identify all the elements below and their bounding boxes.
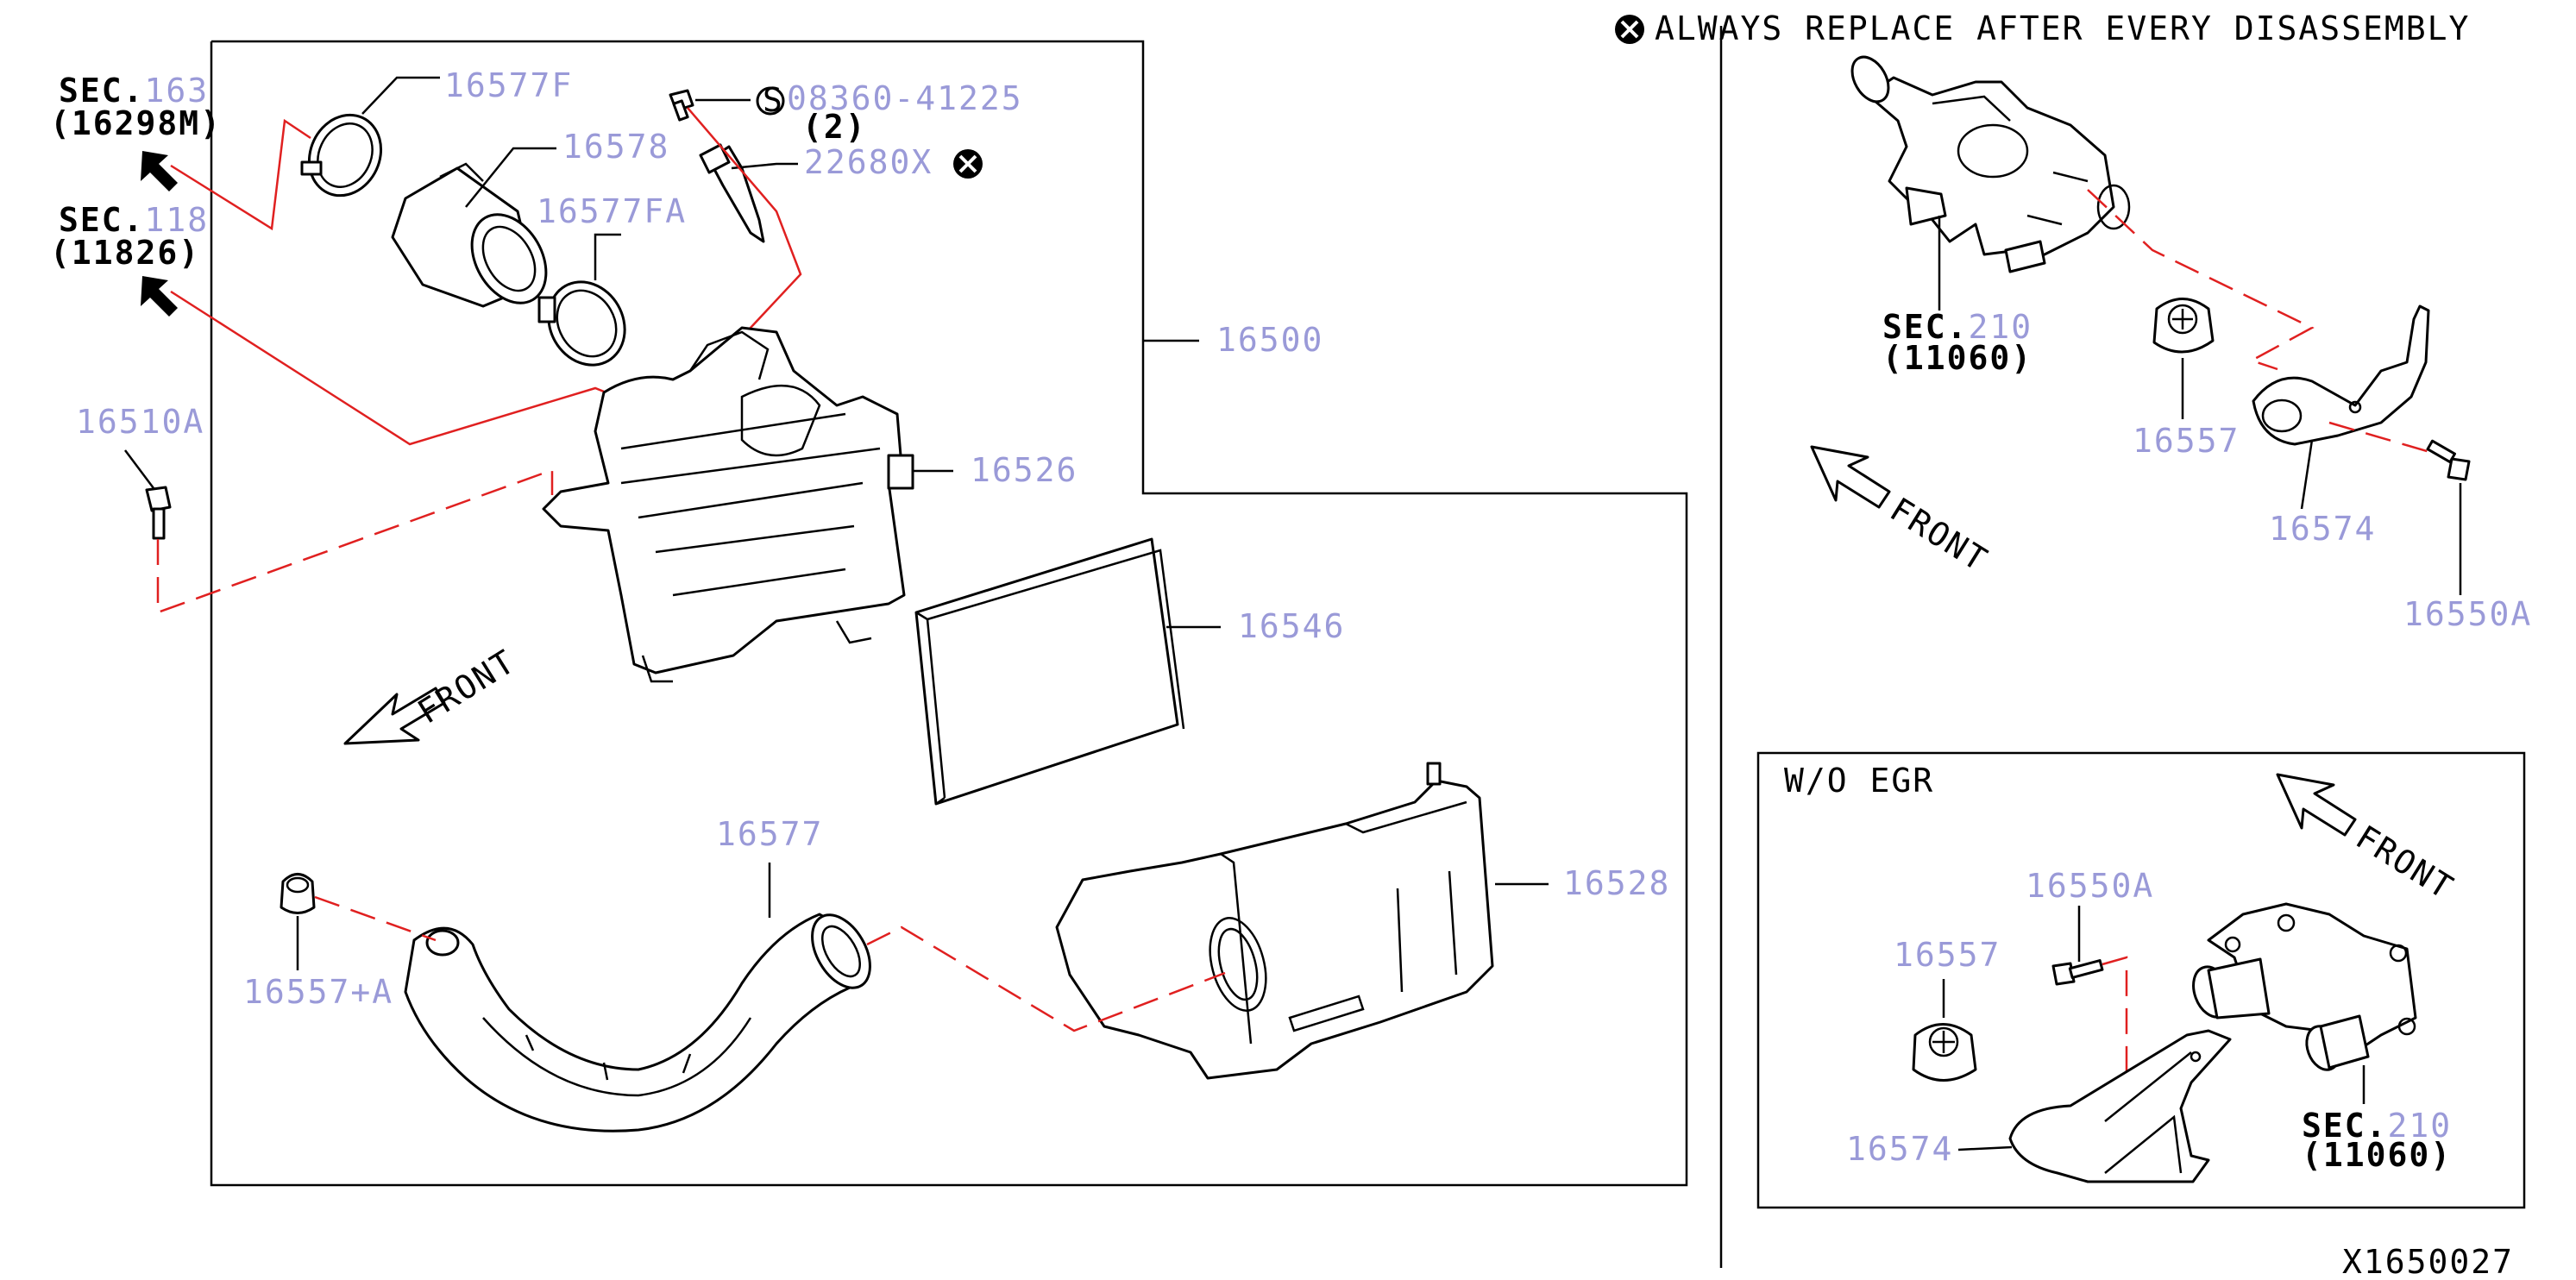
part-16574-right: 16574	[2269, 510, 2376, 548]
replace-notice: ALWAYS REPLACE AFTER EVERY DISASSEMBLY	[1655, 9, 2470, 47]
bolt-16510A	[145, 486, 172, 540]
grommet-16557	[1912, 1023, 1977, 1082]
x-circle-icon	[953, 149, 983, 179]
leader-line	[1957, 1145, 2013, 1151]
part-16550A-right: 16550A	[2403, 595, 2532, 633]
water-outlet-assembly	[1850, 55, 2131, 273]
leader-line	[361, 76, 440, 115]
sec-210-label: SEC.210	[1882, 308, 2033, 346]
leader-red-dashed	[866, 925, 1226, 1032]
sec-210-ref: (11060)	[1882, 339, 2033, 377]
part-16577FA: 16577FA	[537, 192, 687, 230]
arrow-icon	[141, 276, 178, 317]
air-duct-16577	[404, 913, 871, 1133]
leader-red-dashed	[2328, 421, 2434, 455]
s-circle-icon: S	[756, 81, 785, 119]
part-16578: 16578	[562, 128, 669, 166]
inset-frame	[1756, 751, 2526, 1209]
front-arrow-icon	[2276, 773, 2357, 837]
part-16526: 16526	[971, 451, 1078, 489]
part-16574-inset: 16574	[1846, 1130, 1953, 1168]
part-16546: 16546	[1238, 607, 1345, 645]
part-16500: 16500	[1216, 321, 1323, 359]
sensor-22680X	[699, 143, 765, 243]
bolt-16550A	[2426, 439, 2471, 481]
leader-red-dashed	[314, 895, 437, 942]
sec-118-label: SEC.118	[59, 201, 209, 239]
part-16557A: 16557+A	[243, 973, 393, 1011]
leader-line	[731, 162, 798, 170]
bolt-qty: (2)	[802, 108, 867, 146]
front-arrow-icon	[343, 687, 446, 745]
sec-163-ref: (16298M)	[50, 104, 222, 142]
leader-line	[594, 233, 621, 280]
front-label: FRONT	[2349, 818, 2460, 907]
sec-118-ref: (11826)	[50, 234, 200, 272]
main-frame	[210, 40, 1688, 1187]
part-16577F: 16577F	[444, 66, 573, 104]
diagram-code: X1650027	[2342, 1243, 2514, 1280]
water-outlet-assembly	[2192, 902, 2417, 1071]
grommet-16557	[2152, 298, 2215, 354]
leader-line	[124, 449, 154, 489]
grommet-16557A	[280, 873, 316, 914]
svg-text:S: S	[763, 81, 784, 119]
leader-line	[2300, 439, 2314, 510]
part-16550A-inset: 16550A	[2026, 867, 2154, 905]
part-16528: 16528	[1563, 864, 1670, 902]
leader-red	[687, 107, 802, 347]
sec-210-label: SEC.210	[2302, 1107, 2452, 1145]
part-16557-inset: 16557	[1894, 936, 2001, 974]
air-cleaner-body-16526	[542, 326, 914, 683]
leader-red-dashed	[156, 468, 554, 614]
air-cleaner-lower-16528	[1055, 762, 1494, 1080]
leader-line	[465, 147, 556, 208]
front-label: FRONT	[411, 642, 522, 731]
filter-element-16546	[914, 537, 1185, 806]
bracket-16574	[2252, 304, 2430, 446]
screw-08360	[669, 89, 694, 122]
part-22680X: 22680X	[804, 143, 933, 181]
part-08360-41225: 08360-41225	[787, 79, 1023, 117]
sec-210-ref: (11060)	[2302, 1136, 2452, 1174]
part-16577: 16577	[716, 815, 823, 853]
inset-title: W/O EGR	[1784, 762, 1934, 800]
arrow-icon	[141, 151, 178, 191]
leader-red-dashed	[2087, 189, 2315, 371]
leader-red	[170, 118, 311, 231]
sec-163-label: SEC.163	[59, 72, 209, 110]
front-label: FRONT	[1883, 490, 1995, 579]
air-flow-meter-16578	[391, 162, 548, 308]
front-arrow-icon	[1810, 445, 1891, 509]
leader-red-dashed	[2102, 956, 2183, 1093]
bracket-16574	[2008, 1029, 2232, 1183]
hose-clamp-16577FA	[537, 280, 626, 367]
bolt-16550A	[2051, 959, 2104, 986]
hose-clamp-16577F	[300, 113, 383, 198]
part-16510A: 16510A	[76, 403, 204, 441]
part-16557-right: 16557	[2133, 422, 2240, 460]
x-circle-icon	[1615, 15, 1644, 44]
